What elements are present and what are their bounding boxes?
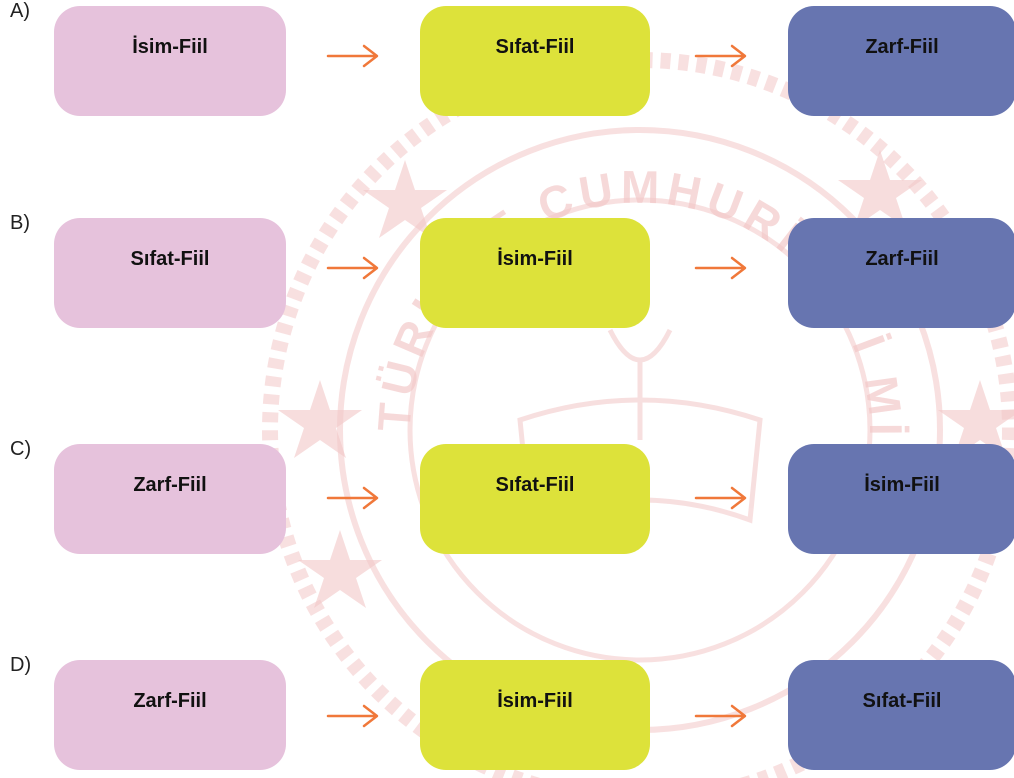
option-d-box-1: Zarf-Fiil <box>54 660 286 770</box>
option-a-label: A) <box>10 0 30 22</box>
arrow-right-icon <box>694 44 747 68</box>
option-c-box-2: Sıfat-Fiil <box>420 444 650 554</box>
option-d-row: D) Zarf-Fiil İsim-Fiil Sıfat-Fiil <box>0 654 1014 774</box>
option-a-box-2: Sıfat-Fiil <box>420 6 650 116</box>
option-b-box-1: Sıfat-Fiil <box>54 218 286 328</box>
option-d-label: D) <box>10 654 32 676</box>
option-a-box-3: Zarf-Fiil <box>788 6 1014 116</box>
option-a-row: A) İsim-Fiil Sıfat-Fiil Zarf-Fiil <box>0 0 1014 120</box>
arrow-right-icon <box>326 486 379 510</box>
arrow-right-icon <box>694 704 747 728</box>
option-b-label: B) <box>10 212 30 234</box>
option-b-row: B) Sıfat-Fiil İsim-Fiil Zarf-Fiil <box>0 212 1014 332</box>
arrow-right-icon <box>694 486 747 510</box>
option-b-box-3: Zarf-Fiil <box>788 218 1014 328</box>
arrow-right-icon <box>326 256 379 280</box>
option-c-row: C) Zarf-Fiil Sıfat-Fiil İsim-Fiil <box>0 438 1014 558</box>
option-c-box-3: İsim-Fiil <box>788 444 1014 554</box>
option-a-box-1: İsim-Fiil <box>54 6 286 116</box>
option-d-box-2: İsim-Fiil <box>420 660 650 770</box>
option-d-box-3: Sıfat-Fiil <box>788 660 1014 770</box>
arrow-right-icon <box>326 44 379 68</box>
arrow-right-icon <box>694 256 747 280</box>
option-b-box-2: İsim-Fiil <box>420 218 650 328</box>
option-c-box-1: Zarf-Fiil <box>54 444 286 554</box>
arrow-right-icon <box>326 704 379 728</box>
option-c-label: C) <box>10 438 32 460</box>
